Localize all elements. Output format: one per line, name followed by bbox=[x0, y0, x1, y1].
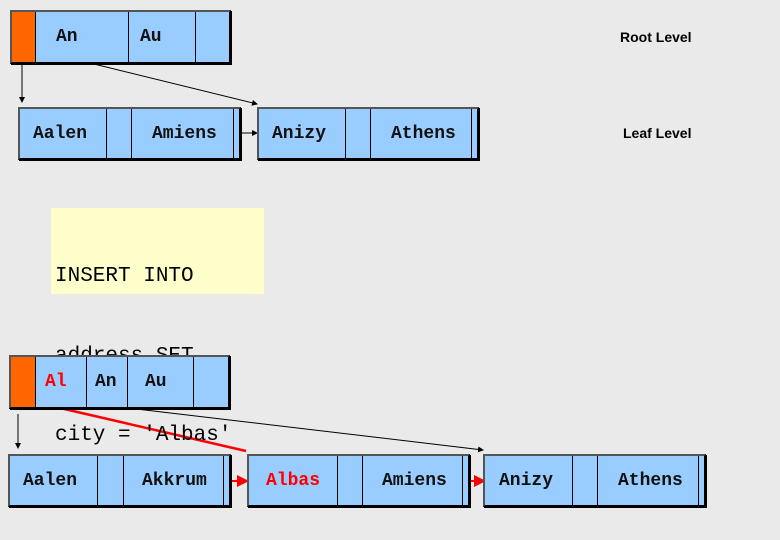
leaf-node-after-3: Anizy Athens bbox=[483, 454, 706, 507]
root-node-before: An Au bbox=[10, 10, 231, 64]
root-key: An bbox=[95, 372, 117, 392]
leaf-key: Amiens bbox=[382, 470, 447, 491]
leaf-node-after-1: Aalen Akkrum bbox=[8, 454, 231, 507]
sql-line: city = 'Albas' bbox=[55, 424, 232, 447]
leaf-key: Anizy bbox=[499, 470, 554, 491]
leaf-key: Athens bbox=[391, 123, 456, 144]
divider bbox=[35, 12, 36, 62]
divider bbox=[698, 456, 699, 505]
divider bbox=[337, 456, 338, 505]
leaf-key: Akkrum bbox=[142, 470, 207, 491]
divider bbox=[223, 456, 224, 505]
root-level-label: Root Level bbox=[620, 29, 692, 45]
leaf-key-new: Albas bbox=[266, 470, 321, 491]
root-to-leaf2-pointer bbox=[93, 63, 258, 106]
divider bbox=[462, 456, 463, 505]
divider bbox=[127, 357, 128, 407]
new-root-to-leaf2-pointer bbox=[59, 406, 247, 453]
divider bbox=[128, 12, 129, 62]
divider bbox=[370, 109, 371, 158]
leaf-key: Amiens bbox=[152, 123, 217, 144]
leaf-node-before-2: Anizy Athens bbox=[257, 107, 479, 160]
leaf-node-before-1: Aalen Amiens bbox=[18, 107, 241, 160]
divider bbox=[471, 109, 472, 158]
leaf-node-after-2: Albas Amiens bbox=[247, 454, 470, 507]
divider bbox=[106, 109, 107, 158]
leaf-key: Anizy bbox=[272, 123, 327, 144]
root-key-new: Al bbox=[45, 372, 67, 392]
root-key: Au bbox=[145, 372, 167, 392]
leaf-key: Athens bbox=[618, 470, 683, 491]
root-key: Au bbox=[140, 27, 162, 47]
root-pointer-cell bbox=[11, 357, 35, 407]
divider bbox=[362, 456, 363, 505]
divider bbox=[572, 456, 573, 505]
sql-line: INSERT INTO bbox=[55, 265, 194, 288]
divider bbox=[97, 456, 98, 505]
divider bbox=[131, 109, 132, 158]
leaf-key: Aalen bbox=[33, 123, 88, 144]
root-pointer-cell bbox=[12, 12, 35, 62]
divider bbox=[86, 357, 87, 407]
divider bbox=[123, 456, 124, 505]
new-root-to-leaf3-pointer bbox=[127, 407, 484, 453]
divider bbox=[233, 109, 234, 158]
divider bbox=[345, 109, 346, 158]
leaf-key: Aalen bbox=[23, 470, 78, 491]
divider bbox=[597, 456, 598, 505]
divider bbox=[193, 357, 194, 407]
root-node-after: Al An Au bbox=[9, 355, 230, 409]
divider bbox=[35, 357, 36, 407]
divider bbox=[195, 12, 196, 62]
sql-statement-box: INSERT INTO address SET city = 'Albas' bbox=[51, 208, 264, 447]
leaf-level-label: Leaf Level bbox=[623, 125, 692, 141]
root-key: An bbox=[56, 27, 78, 47]
